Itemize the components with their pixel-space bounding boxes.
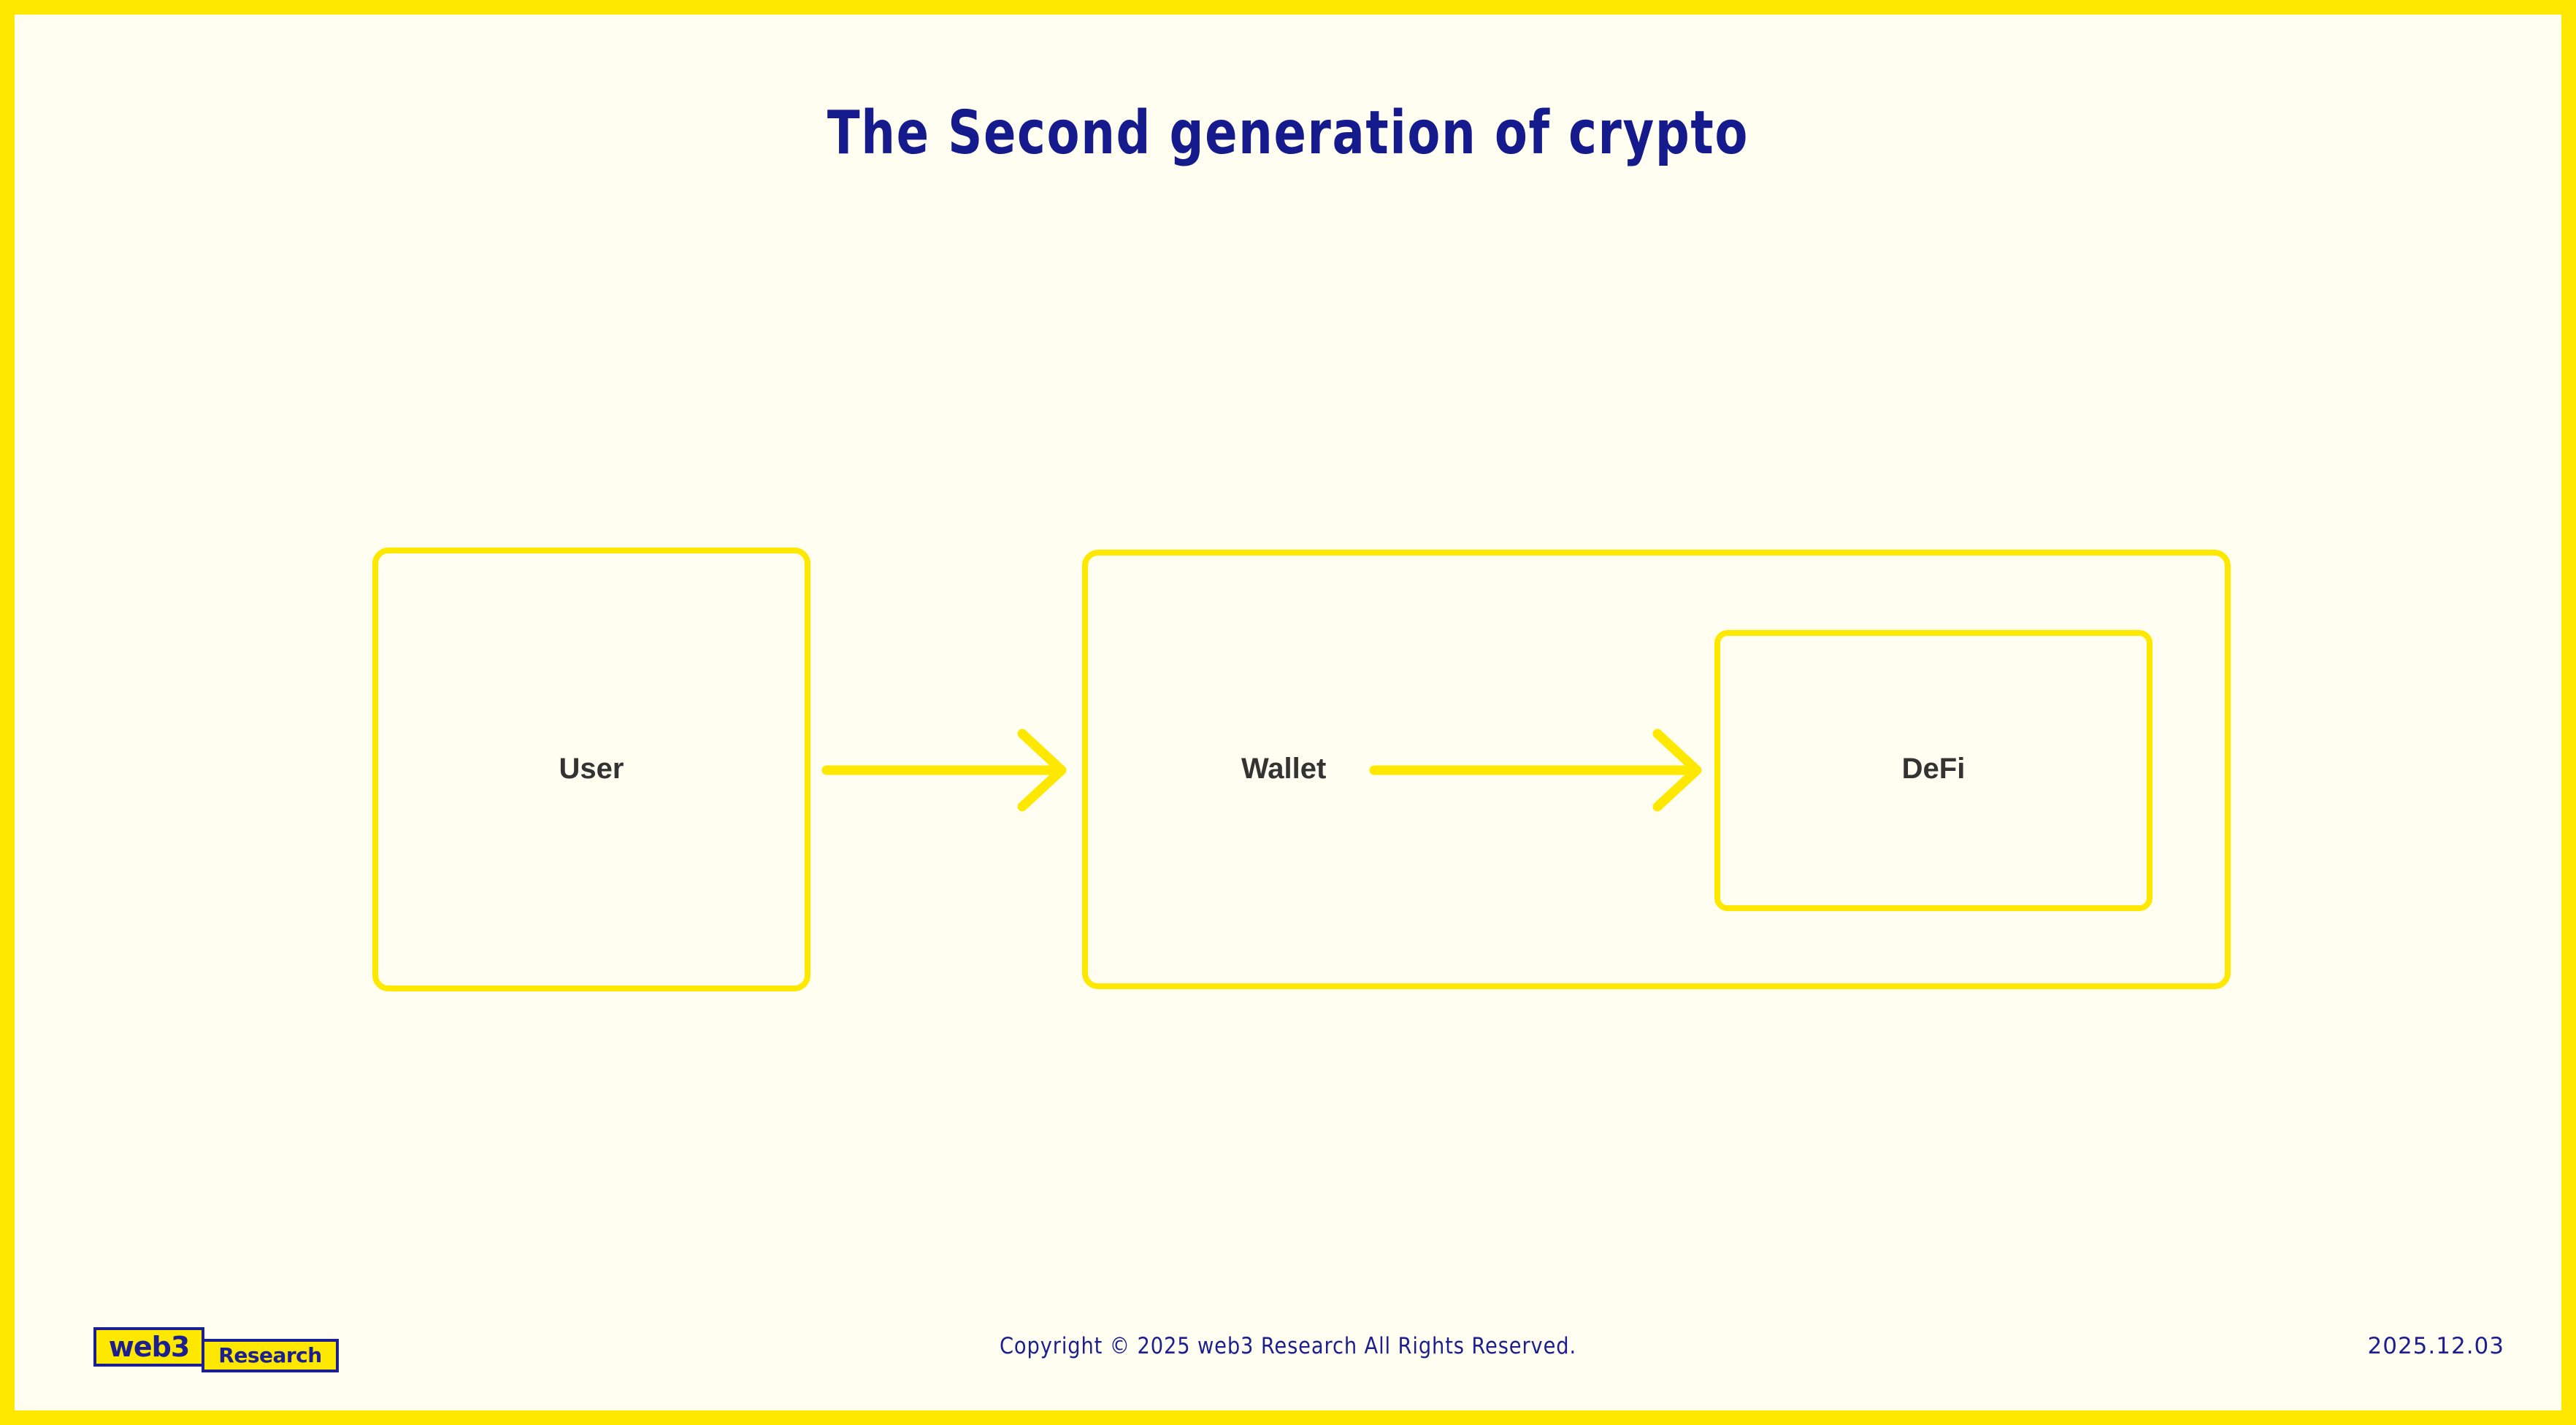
diagram-node-wallet[interactable] [1082, 550, 2231, 989]
diagram-node-wallet-label: Wallet [1241, 753, 1327, 785]
diagram-node-user[interactable] [372, 548, 810, 991]
diagram-node-defi[interactable] [1714, 630, 2153, 911]
diagram-node-defi-label: DeFi [1901, 753, 1966, 785]
logo-secondary-chip: Research [202, 1339, 339, 1372]
page-title: The Second generation of crypto [827, 99, 1749, 168]
web3-research-logo[interactable]: web3 Research [93, 1327, 342, 1378]
flow-diagram: User Wallet DeFi [15, 15, 2561, 1410]
logo-primary-chip: web3 [93, 1327, 204, 1367]
arrow-head-user-to-wallet [1017, 729, 1067, 812]
diagram-node-user-label: User [559, 753, 624, 785]
footer-date: 2025.12.03 [2367, 1333, 2504, 1359]
footer-copyright: Copyright © 2025 web3 Research All Right… [1000, 1333, 1576, 1359]
